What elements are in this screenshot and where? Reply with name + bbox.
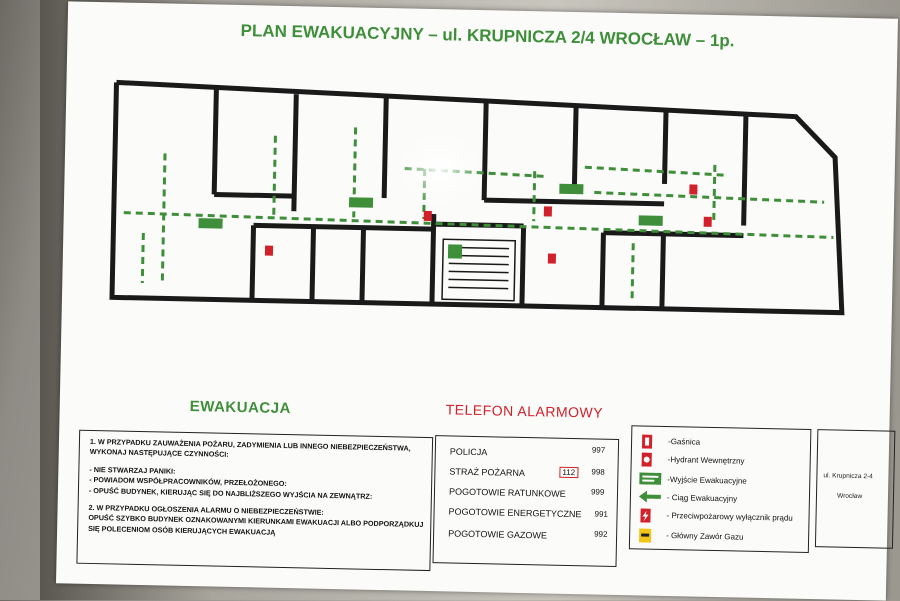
phone-name-ambulance: POGOTOWIE RATUNKOWE	[448, 486, 566, 499]
alarm-phone-box: POLICJA 997 STRAŻ POŻARNA 112 998 POGOTO…	[432, 435, 620, 567]
address-street: ul. Krupnicza 2-4	[823, 472, 873, 481]
info-panel: EWAKUACJA 1. W PRZYPADKU ZAUWAŻENIA POŻA…	[76, 390, 896, 587]
legend-label: - Główny Zawór Gazu	[666, 531, 744, 542]
light-glare	[393, 128, 486, 211]
fire-extinguisher-icon	[641, 434, 653, 449]
alarm-phone-heading: TELEFON ALARMOWY	[445, 401, 604, 421]
legend-label: -Hydrant Wewnętrzny	[667, 455, 745, 466]
phone-name-fire: STRAŻ POŻARNA	[449, 466, 526, 479]
phone-number-fire: 998	[591, 467, 605, 477]
fire-hydrant-icon	[641, 452, 652, 467]
evacuation-heading: EWAKUACJA	[189, 398, 292, 418]
instruction-1: 1. W PRZYPADKU ZAUWAŻENIA POŻARU, ZADYMI…	[89, 436, 411, 460]
evacuation-instructions-box: 1. W PRZYPADKU ZAUWAŻENIA POŻARU, ZADYMI…	[76, 429, 434, 572]
phone-number-police: 997	[591, 445, 606, 455]
address-box: ul. Krupnicza 2-4 Wrocław	[814, 429, 896, 549]
legend-label: -Wyjście Ewakuacyjne	[667, 475, 747, 486]
fire-switch-icon	[640, 508, 651, 523]
emergency-exit-icon	[639, 472, 662, 485]
phone-number-ambulance: 999	[590, 487, 605, 497]
phone-name-gas: POGOTOWIE GAZOWE	[448, 528, 548, 541]
evacuation-route-arrow-icon	[638, 490, 661, 503]
gas-valve-icon	[638, 528, 652, 543]
phone-name-police: POLICJA	[449, 446, 488, 458]
phone-name-energy: POGOTOWIE ENERGETYCZNE	[448, 506, 582, 520]
exit-signs	[198, 183, 663, 259]
plan-title: PLAN EWAKUACYJNY – ul. KRUPNICZA 2/4 WRO…	[240, 20, 735, 51]
evacuation-plan-sheet: PLAN EWAKUACYJNY – ul. KRUPNICZA 2/4 WRO…	[55, 1, 899, 601]
walls	[109, 79, 845, 316]
phone-number-gas: 992	[594, 529, 608, 539]
phone-number-energy: 991	[594, 509, 609, 519]
legend-label: -Gaśnica	[668, 437, 701, 447]
floor-plan	[109, 79, 845, 316]
legend-label: - Przeciwpożarowy wyłącznik prądu	[666, 511, 793, 523]
legend-box: -Gaśnica -Hydrant Wewnętrzny -Wyjście Ew…	[628, 425, 812, 554]
phone-number-emergency: 112	[559, 466, 579, 479]
fire-equipment	[264, 184, 712, 264]
evacuation-instructions: 1. W PRZYPADKU ZAUWAŻENIA POŻARU, ZADYMI…	[88, 437, 428, 541]
address-city: Wrocław	[836, 492, 863, 501]
legend-label: - Ciąg Ewakuacyjny	[666, 493, 738, 504]
